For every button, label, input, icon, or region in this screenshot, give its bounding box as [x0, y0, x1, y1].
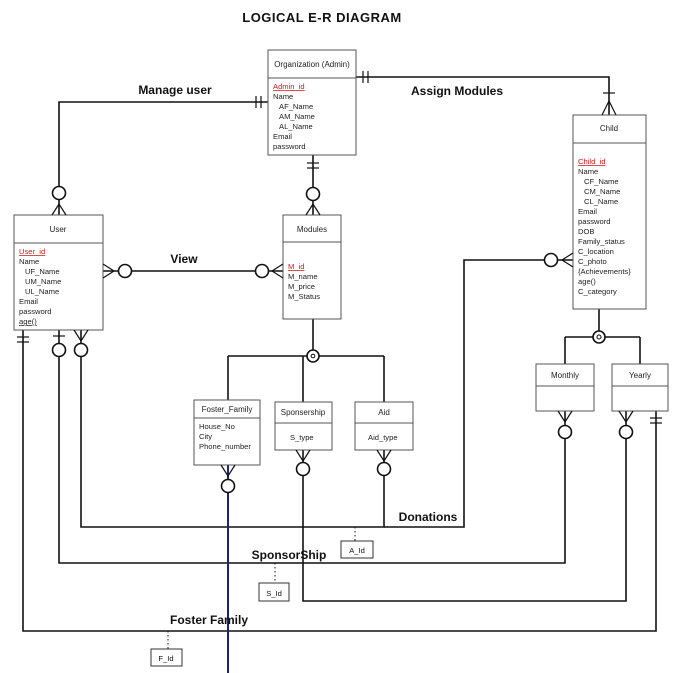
foster-family-title: Foster_Family	[202, 405, 253, 414]
zero-or-many-marker	[254, 263, 284, 279]
child-attr: age()	[578, 277, 596, 286]
foster-family-line	[22, 330, 657, 632]
subtype-disjoint-marker	[592, 330, 606, 344]
entity-child[interactable]: Child Child_id Name CF_Name CM_Name CL_N…	[572, 114, 647, 310]
user-attr: age()	[19, 317, 37, 326]
monthly-title: Monthly	[551, 371, 579, 380]
foster-family-attr: City	[199, 432, 212, 441]
organization-attr: password	[273, 142, 306, 151]
entity-foster-family[interactable]: Foster_Family House_No City Phone_number	[193, 399, 261, 466]
relationship-manage-user: Manage user	[138, 83, 212, 97]
zero-or-many-marker	[295, 449, 311, 477]
zero-or-many-marker	[73, 329, 89, 358]
modules-attr: M_price	[288, 282, 315, 291]
subtype-disjoint-dot	[596, 334, 602, 340]
relationship-assign-modules: Assign Modules	[411, 84, 503, 98]
note-f-id: F_Id	[150, 648, 183, 667]
one-and-only-one-marker	[307, 162, 319, 169]
modules-attr: M_name	[288, 272, 318, 281]
relationship-donations: Donations	[399, 510, 458, 524]
user-key: User_id	[19, 247, 45, 256]
organization-attr: Name	[273, 92, 293, 101]
organization-attr: AM_Name	[279, 112, 315, 121]
donations-line	[80, 330, 385, 528]
user-attr: UM_Name	[25, 277, 61, 286]
child-attr: {Achievements}	[578, 267, 631, 276]
child-attr: C_category	[578, 287, 617, 296]
entity-sponsorship[interactable]: Sponsership S_type	[274, 401, 333, 451]
user-attr: Email	[19, 297, 38, 306]
user-attr: password	[19, 307, 52, 316]
zero-or-many-marker	[51, 185, 67, 216]
foster-family-attr: Phone_number	[199, 442, 251, 451]
entity-user[interactable]: User User_id Name UF_Name UM_Name UL_Nam…	[13, 214, 104, 331]
zero-or-many-marker	[618, 410, 634, 440]
subtype-disjoint-dot	[310, 353, 316, 359]
one-and-only-one-marker	[650, 417, 662, 424]
organization-attr: Email	[273, 132, 292, 141]
child-attr: Email	[578, 207, 597, 216]
donations-child-line	[384, 259, 573, 528]
manage-user-line	[58, 101, 268, 215]
note-a-id: A_Id	[340, 540, 374, 559]
user-attr: Name	[19, 257, 39, 266]
child-attr: Family_status	[578, 237, 625, 246]
modules-attr: M_Status	[288, 292, 320, 301]
yearly-title: Yearly	[629, 371, 651, 380]
zero-or-many-marker	[220, 464, 236, 494]
note-f-id-text: F_Id	[158, 654, 173, 663]
diagram-title: LOGICAL E-R DIAGRAM	[242, 10, 401, 25]
organization-attr: AF_Name	[279, 102, 313, 111]
foster-family-attr: House_No	[199, 422, 235, 431]
zero-or-many-marker	[557, 410, 573, 440]
organization-attr: AL_Name	[279, 122, 313, 131]
modules-title: Modules	[297, 225, 327, 234]
one-and-zero-marker	[51, 335, 67, 358]
note-s-id: S_Id	[258, 582, 290, 602]
user-title: User	[50, 225, 67, 234]
one-and-only-one-marker	[362, 71, 369, 83]
relationship-foster-family: Foster Family	[170, 613, 248, 627]
child-key: Child_id	[578, 157, 605, 166]
child-attr: CF_Name	[584, 177, 619, 186]
user-attr: UF_Name	[25, 267, 60, 276]
one-or-many-marker	[601, 92, 617, 116]
entity-modules[interactable]: Modules M_id M_name M_price M_Status	[282, 214, 342, 320]
entity-yearly[interactable]: Yearly	[611, 363, 669, 412]
sponsorship-title: Sponsership	[281, 408, 326, 417]
child-attr: DOB	[578, 227, 594, 236]
entity-monthly[interactable]: Monthly	[535, 363, 595, 412]
aid-title: Aid	[378, 408, 390, 417]
one-and-only-one-marker	[255, 96, 262, 108]
sponsorship-sponsor-line	[302, 411, 627, 602]
zero-or-many-marker	[305, 186, 321, 216]
entity-aid[interactable]: Aid Aid_type	[354, 401, 414, 451]
child-attr: password	[578, 217, 611, 226]
child-attr: Name	[578, 167, 598, 176]
note-s-id-text: S_Id	[266, 589, 282, 598]
child-attr: CM_Name	[584, 187, 620, 196]
child-attr: CL_Name	[584, 197, 618, 206]
sponsorship-attr: S_type	[290, 433, 314, 442]
subtype-disjoint-marker	[306, 349, 320, 363]
aid-attr: Aid_type	[368, 433, 398, 442]
zero-or-many-marker	[376, 449, 392, 477]
organization-key: Admin_id	[273, 82, 305, 91]
zero-or-many-marker	[543, 252, 574, 268]
modules-key: M_id	[288, 262, 304, 271]
one-and-only-one-marker	[17, 336, 29, 343]
child-attr: C_photo	[578, 257, 607, 266]
organization-title: Organization (Admin)	[274, 60, 350, 69]
relationship-sponsorship: SponsorShip	[252, 548, 327, 562]
zero-or-many-marker	[102, 263, 133, 279]
note-a-id-text: A_Id	[349, 546, 365, 555]
relationship-view: View	[170, 252, 198, 266]
user-attr: UL_Name	[25, 287, 59, 296]
child-title: Child	[600, 124, 618, 133]
entity-organization[interactable]: Organization (Admin) Admin_id Name AF_Na…	[267, 49, 357, 156]
sponsorship-line	[58, 330, 566, 564]
child-attr: C_location	[578, 247, 614, 256]
